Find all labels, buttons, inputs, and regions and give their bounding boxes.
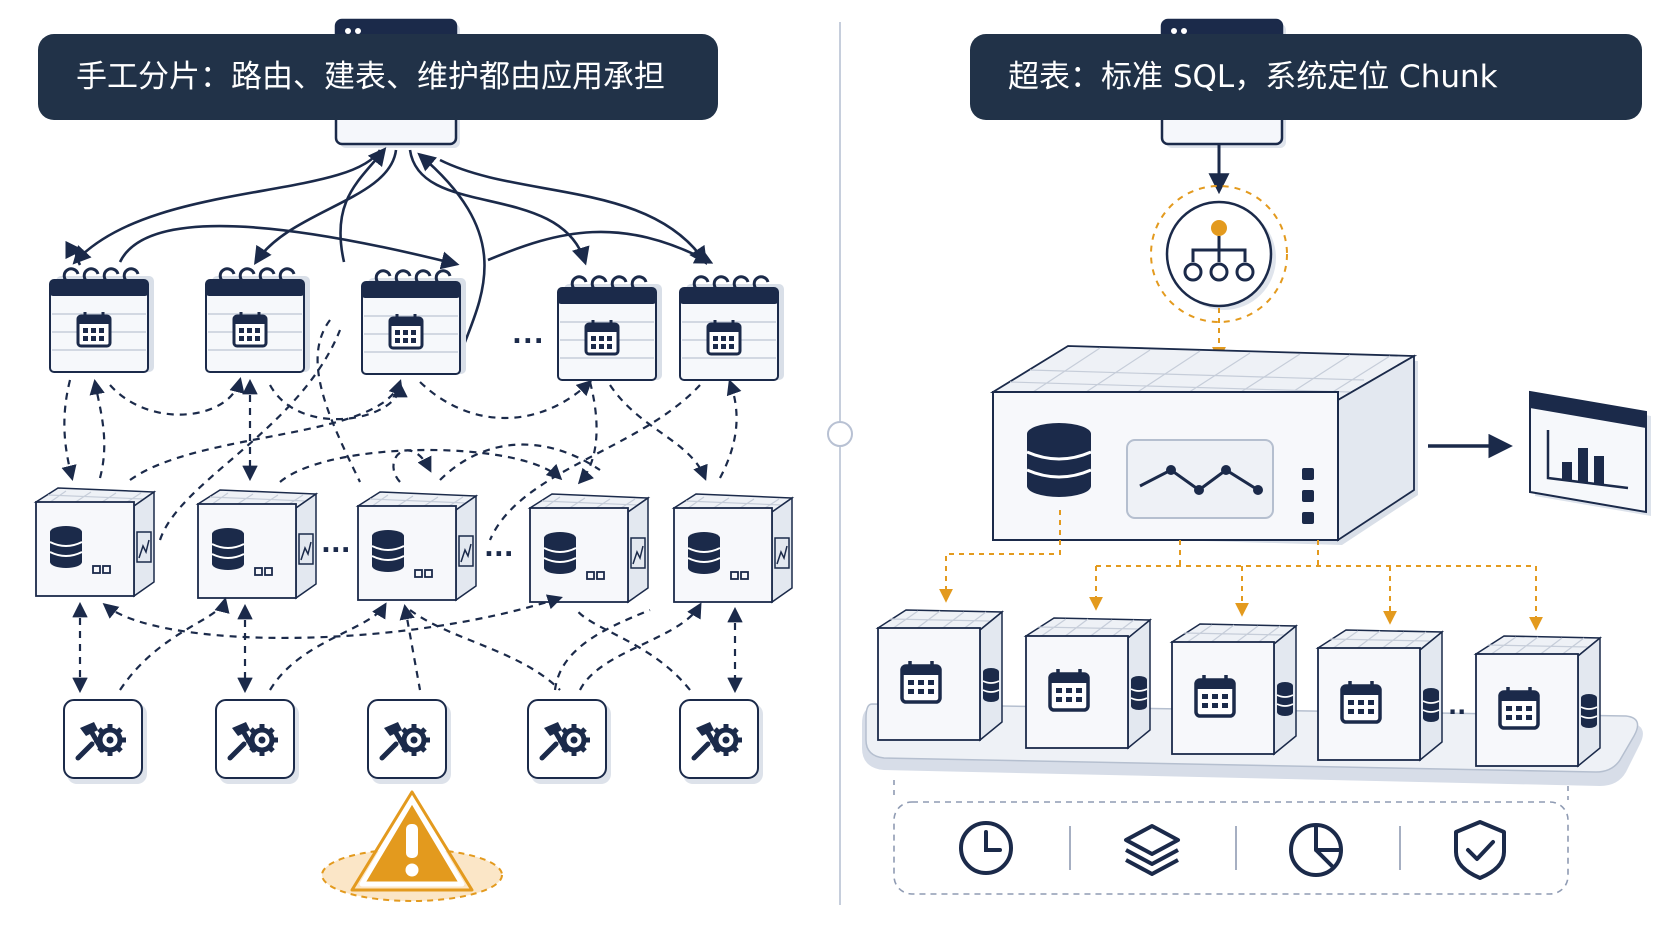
hammer-gear-icon [368,700,451,784]
calendar-table-icon [556,275,664,382]
hypertable-server [989,345,1418,545]
calendar-database-chunk-icon [1170,622,1298,756]
chunk-ellipsis: .. [1448,692,1466,720]
calendar-database-chunk-icon [1024,616,1152,750]
shard-ellipsis-2: ... [484,533,514,563]
shield-check-icon [1454,820,1506,880]
hammer-gear-icon [680,700,763,784]
database-server-icon [197,489,317,599]
calendar-table-icon [204,267,312,374]
right-panel: .. [862,18,1651,895]
calendar-table-icon [48,267,156,374]
feature-links [893,780,1569,800]
left-panel-title: 手工分片：路由、建表、维护都由应用承担 [38,34,718,120]
calendar-database-chunk-icon [876,608,1004,742]
database-server-icon [529,493,649,603]
calendar-table-icon [360,269,468,376]
bar-chart-window-icon [1529,390,1651,516]
partition-tables [48,267,786,382]
hammer-gear-icon [528,700,611,784]
database-server-icon [673,493,793,603]
calendar-database-chunk-icon [1474,634,1602,768]
database-server-icon [357,491,477,601]
hammer-gear-icon [216,700,299,784]
database-icon [1026,423,1092,497]
left-panel: ... ... ... [35,18,793,902]
hammer-gear-icon [64,700,147,784]
tangled-dependency-arrows [61,319,742,541]
partition-ellipsis: ... [512,320,545,350]
status-lights-icon [1302,468,1314,524]
maintenance-tools [64,700,763,784]
right-panel-title: 超表：标准 SQL，系统定位 Chunk [970,34,1642,120]
warning-triangle-icon [321,790,503,902]
maintenance-arrows [72,594,743,694]
shard-ellipsis-1: ... [321,529,351,559]
panel-divider [827,22,853,905]
clock-icon [959,821,1013,875]
shard-nodes [35,487,793,603]
hierarchy-router-icon [1150,185,1288,323]
calendar-database-chunk-icon [1316,628,1444,762]
manual-routing-arrows [65,147,714,366]
database-server-icon [35,487,155,597]
chunk-routing-arrows [939,510,1543,631]
calendar-table-icon [678,275,786,382]
feature-bar [893,801,1569,895]
layers-icon [1124,824,1180,876]
pie-chart-icon [1289,823,1343,877]
line-chart-icon [1126,439,1274,519]
